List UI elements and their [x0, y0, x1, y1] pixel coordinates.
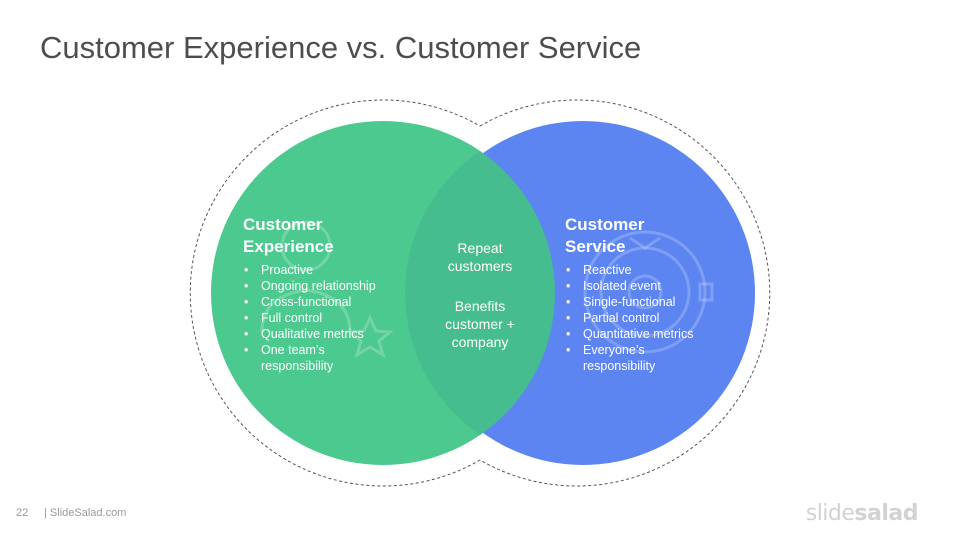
slide-title: Customer Experience vs. Customer Service [40, 30, 642, 65]
list-item: Qualitative metrics [243, 326, 413, 342]
experience-heading: Customer Experience [243, 214, 413, 258]
service-bullet-list: Reactive Isolated event Single-functiona… [565, 262, 740, 374]
list-item-continuation: responsibility [583, 359, 656, 373]
service-heading-line2: Service [565, 237, 626, 256]
overlap-line: Benefits [454, 298, 506, 314]
experience-bullet-list: Proactive Ongoing relationship Cross-fun… [243, 262, 413, 374]
list-item-continuation: responsibility [261, 359, 334, 373]
list-item: Partial control [565, 310, 740, 326]
overlap-region [405, 151, 555, 435]
dashed-outline [189, 99, 771, 487]
logo-part1: slide [805, 501, 855, 526]
list-item: Everyone’s [565, 342, 740, 358]
list-item: Isolated event [565, 278, 740, 294]
slidesalad-logo: slidesalad [805, 501, 919, 526]
service-heading-line1: Customer [565, 215, 645, 234]
list-item: One team’s [243, 342, 413, 358]
service-content: Customer Service Reactive Isolated event… [565, 214, 740, 374]
list-item: Cross-functional [243, 294, 413, 310]
overlap-line: Repeat [457, 240, 503, 256]
service-heading: Customer Service [565, 214, 740, 258]
experience-heading-line1: Customer [243, 215, 323, 234]
list-item: Ongoing relationship [243, 278, 413, 294]
experience-content: Customer Experience Proactive Ongoing re… [243, 214, 413, 374]
experience-heading-line2: Experience [243, 237, 334, 256]
overlap-line: customer + [445, 316, 515, 332]
list-item: Proactive [243, 262, 413, 278]
page-number: 22 [16, 507, 29, 519]
list-item: Single-functional [565, 294, 740, 310]
overlap-benefits-text: Benefits customer + company [424, 297, 536, 351]
overlap-repeat-text: Repeat customers [424, 239, 536, 275]
footer-brand: | SlideSalad.com [44, 507, 127, 519]
list-item: Full control [243, 310, 413, 326]
list-item: Quantitative metrics [565, 326, 740, 342]
logo-part2: salad [854, 501, 918, 526]
overlap-line: customers [447, 258, 513, 274]
list-item: Reactive [565, 262, 740, 278]
overlap-line: company [451, 334, 509, 350]
